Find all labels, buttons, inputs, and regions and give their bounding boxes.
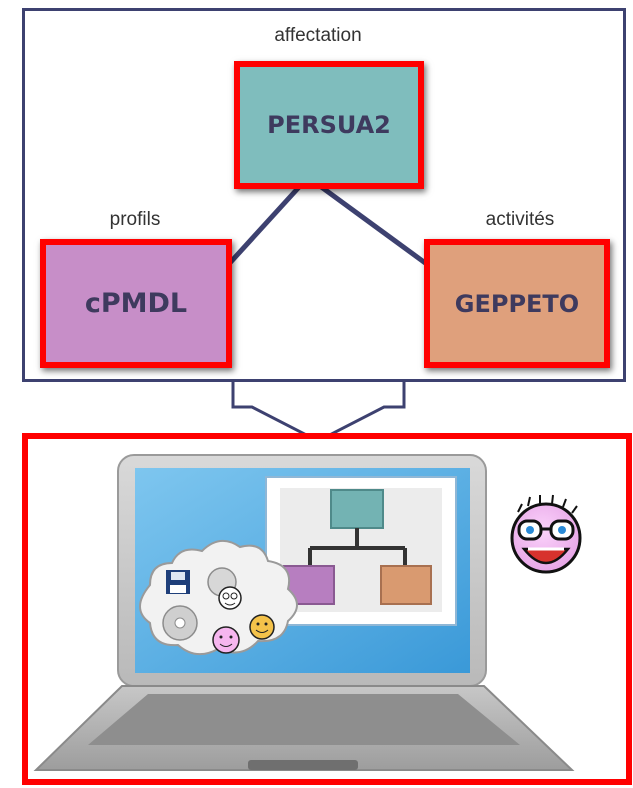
node-cpmdl: cPMDL (40, 239, 232, 368)
cd-icon (162, 567, 237, 641)
cloud-icons (139, 540, 298, 656)
small-pink-face-icon (212, 626, 240, 654)
label-profils: profils (109, 209, 161, 230)
node-persua2: PERSUA2 (234, 61, 424, 189)
floppy-disk-icon (166, 570, 190, 594)
node-cpmdl-label: cPMDL (84, 288, 188, 319)
connector-persua2-geppeto (318, 183, 430, 268)
node-geppeto: GEPPETO (424, 239, 610, 368)
label-affectation: affectation (274, 25, 362, 46)
label-activites: activités (485, 209, 555, 230)
connector-persua2-cpmdl (226, 184, 302, 267)
small-nerd-face-icon (218, 586, 242, 610)
org-chart-icon (265, 476, 457, 626)
nerd-face-icon (510, 494, 582, 574)
node-persua2-label: PERSUA2 (267, 111, 391, 139)
node-geppeto-label: GEPPETO (454, 289, 580, 318)
small-smiley-face-icon (249, 614, 275, 640)
